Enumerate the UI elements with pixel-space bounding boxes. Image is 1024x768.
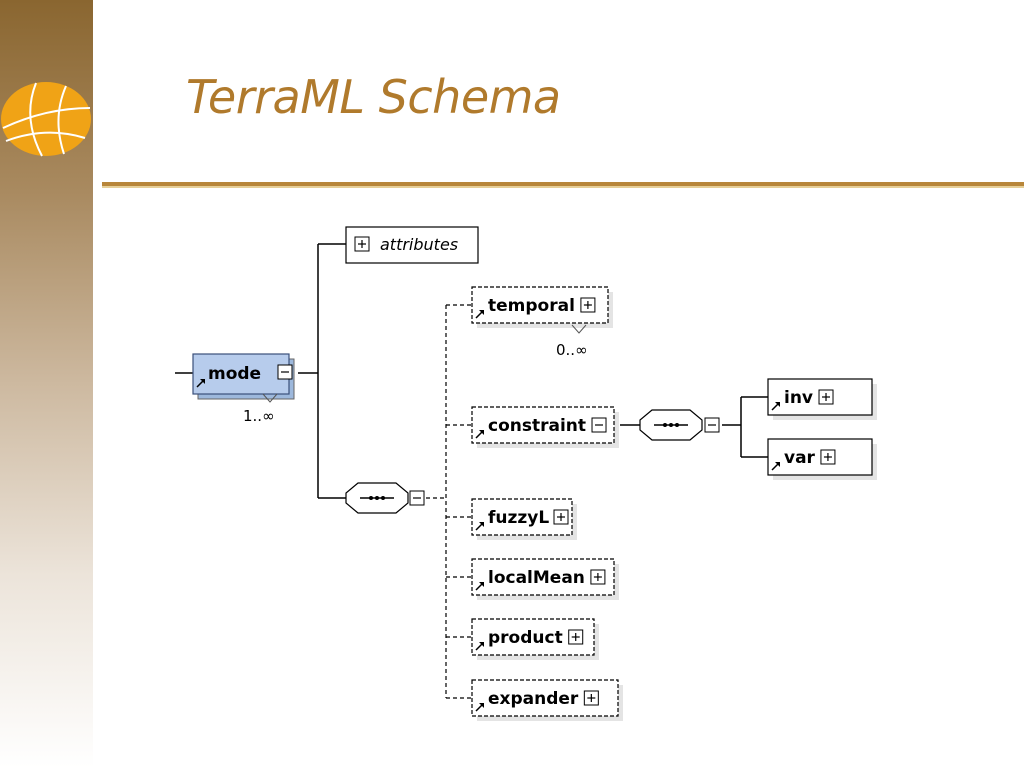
reference-arrow-icon (196, 379, 205, 388)
page-title: TerraML Schema (186, 70, 561, 124)
expand-icon[interactable] (354, 236, 370, 252)
expand-icon[interactable] (818, 389, 834, 405)
sequence-connectors (426, 304, 472, 699)
collapse-icon[interactable] (409, 490, 425, 506)
reference-arrow-icon (475, 642, 484, 651)
element-label: fuzzyL (488, 508, 549, 528)
element-label: expander (488, 689, 579, 709)
sequence-compositor[interactable] (345, 482, 425, 514)
collapse-icon[interactable] (591, 417, 607, 433)
root-element-mode[interactable]: mode 1..∞ (192, 353, 295, 425)
expand-icon[interactable] (580, 297, 596, 313)
attributes-box[interactable]: attributes (345, 226, 479, 264)
element-expander[interactable]: expander (471, 679, 623, 721)
element-inv[interactable]: inv (767, 378, 877, 420)
reference-arrow-icon (475, 703, 484, 712)
element-product[interactable]: product (471, 618, 599, 660)
element-label: temporal (488, 296, 575, 316)
element-constraint[interactable]: constraint (471, 406, 619, 448)
root-connectors (175, 243, 346, 499)
element-occurrence: 0..∞ (556, 341, 588, 359)
element-fuzzy-l[interactable]: fuzzyL (471, 498, 577, 540)
element-temporal[interactable]: temporal 0..∞ (471, 286, 613, 359)
constraint-sequence-compositor[interactable] (639, 409, 720, 441)
reference-arrow-icon (475, 522, 484, 531)
reference-arrow-icon (771, 402, 780, 411)
collapse-icon[interactable] (704, 417, 720, 433)
globe-icon (1, 82, 91, 157)
expand-icon[interactable] (590, 569, 606, 585)
reference-arrow-icon (771, 462, 780, 471)
element-label: product (488, 628, 563, 648)
constraint-connectors (620, 396, 768, 458)
element-label: inv (784, 388, 813, 408)
element-label: localMean (488, 568, 585, 588)
element-local-mean[interactable]: localMean (471, 558, 619, 600)
constraint-children: inv var (767, 378, 877, 480)
element-label: var (784, 448, 816, 468)
reference-arrow-icon (475, 430, 484, 439)
root-element-label: mode (208, 364, 261, 384)
expand-icon[interactable] (820, 449, 836, 465)
reference-arrow-icon (475, 310, 484, 319)
expand-icon[interactable] (553, 509, 569, 525)
title-divider (102, 182, 1024, 188)
element-var[interactable]: var (767, 438, 877, 480)
reference-arrow-icon (475, 582, 484, 591)
element-label: constraint (488, 416, 586, 436)
expand-icon[interactable] (583, 690, 599, 706)
sequence-children: temporal 0..∞ constraint fuzzyL localMean pro… (471, 286, 623, 721)
attributes-label: attributes (380, 235, 458, 254)
root-occurrence: 1..∞ (243, 407, 275, 425)
collapse-icon[interactable] (277, 364, 293, 380)
expand-icon[interactable] (568, 629, 584, 645)
